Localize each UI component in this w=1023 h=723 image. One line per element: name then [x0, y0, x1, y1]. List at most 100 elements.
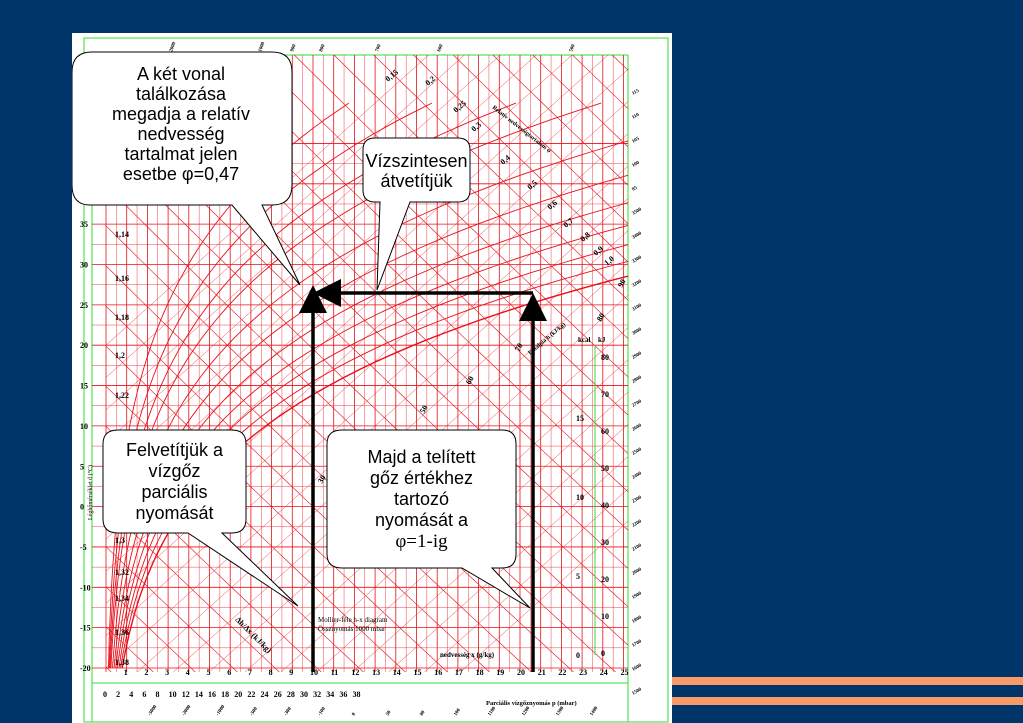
right-edge-tick-label: 2100: [632, 543, 644, 553]
top-edge-tick-label: 2000: [169, 41, 177, 53]
enthalpy-line: [105, 345, 448, 673]
relative-humidity-label: 0,8: [579, 230, 592, 243]
right-edge-tick-label: 105: [632, 136, 641, 144]
temperature-tick-label: -10: [80, 583, 91, 592]
callout-line: vízgőz: [148, 461, 201, 481]
callout-line: nyomását: [135, 503, 214, 523]
right-edge-tick-label: 2800: [632, 375, 644, 385]
density-line: [105, 54, 573, 475]
right-edge-tick-label: 110: [632, 113, 641, 121]
right-edge-tick-label: 2200: [632, 519, 644, 529]
moisture-tick-label: 19: [496, 668, 504, 677]
right-edge-tick-label: 3100: [632, 303, 644, 313]
diagram-title-1: Mollier-féle h-x diagram: [318, 616, 388, 624]
callout-line: tartalmat jelen: [124, 144, 238, 164]
relative-humidity-curve: [113, 174, 629, 669]
enthalpy-label: 60: [464, 375, 476, 386]
pressure-tick-label: 12: [182, 690, 190, 699]
top-edge-tick-label: 800: [319, 43, 326, 52]
bottom-edge-tick-label: -100: [318, 706, 328, 717]
callout-saturated-text: Majd a telített gőz értékhez tartozó nyo…: [327, 447, 516, 552]
right-edge-tick-label: 2300: [632, 495, 644, 505]
enthalpy-line: [294, 54, 629, 378]
density-line: [424, 488, 629, 673]
right-edge-tick-label: 1600: [632, 663, 644, 673]
kcal-tick-label: 15: [576, 414, 584, 423]
enthalpy-line: [453, 54, 629, 224]
temperature-tick-label: -20: [80, 664, 91, 673]
callout-line: esetbe φ=0,47: [122, 164, 240, 184]
kcal-tick-label: 5: [576, 572, 580, 581]
bottom-edge-tick-label: -500: [250, 706, 260, 717]
diagram-title-2: Össznyomás 1000 mbar: [318, 625, 386, 633]
enthalpy-line: [105, 586, 196, 673]
density-label: 1,3: [115, 536, 125, 545]
right-edge-tick-label: 2900: [632, 351, 644, 361]
bottom-edge-tick-label: 1400: [590, 706, 600, 717]
callout-line: parciális: [141, 482, 208, 502]
moisture-tick-label: 17: [455, 668, 463, 677]
enthalpy-line: [333, 54, 629, 339]
density-line: [460, 521, 629, 673]
pressure-tick-label: 6: [142, 690, 146, 699]
callout-horizontal-text: Vízszintesen átvetítjük: [363, 151, 470, 191]
pressure-tick-label: 28: [287, 690, 295, 699]
callout-line: Felvetítjük a: [125, 440, 224, 460]
kj-tick-label: 50: [601, 464, 609, 473]
moisture-tick-label: 13: [372, 668, 380, 677]
enthalpy-line: [611, 54, 629, 71]
callout-shapes: [72, 51, 531, 609]
top-edge-tick-label: 900: [290, 43, 297, 52]
bottom-edge-tick-label: 50: [386, 710, 393, 717]
moisture-tick-label: 6: [227, 668, 231, 677]
callout-line: átvetítjük: [380, 171, 453, 191]
bottom-edge-tick-label: -300: [284, 706, 294, 717]
enthalpy-line: [105, 666, 112, 673]
kcal-tick-label: 0: [576, 651, 580, 660]
pressure-tick-label: 20: [234, 690, 242, 699]
density-label: 1,36: [115, 628, 129, 637]
right-edge-tick-label: 2400: [632, 471, 644, 481]
density-line: [105, 54, 465, 378]
right-edge-tick-label: 2500: [632, 447, 644, 457]
moisture-tick-label: 14: [393, 668, 401, 677]
scale-unit-kcal: kcal: [578, 336, 591, 344]
right-edge-tick-label: 100: [632, 160, 641, 168]
bottom-edge-tick-label: -5000: [148, 704, 159, 717]
pressure-tick-label: 22: [247, 690, 255, 699]
enthalpy-line: [105, 265, 532, 673]
pressure-tick-label: 36: [339, 690, 347, 699]
enthalpy-line: [105, 305, 490, 673]
callout-horizontal-bubble: [362, 137, 471, 291]
pressure-tick-label: 38: [352, 690, 360, 699]
moisture-tick-label: 11: [331, 668, 339, 677]
enthalpy-line: [105, 546, 238, 673]
enthalpy-line: [492, 54, 629, 186]
callout-line: tartozó: [393, 489, 450, 509]
temperature-tick-label: 35: [80, 220, 88, 229]
pressure-tick-label: 32: [313, 690, 321, 699]
moisture-tick-label: 21: [538, 668, 546, 677]
enthalpy-line: [105, 506, 280, 673]
moisture-tick-label: 2: [144, 668, 148, 677]
decor-stripe-bottom: [672, 697, 1023, 705]
density-label: 1,14: [115, 230, 129, 239]
right-edge-tick-label: 3000: [632, 327, 644, 337]
pressure-tick-label: 30: [300, 690, 308, 699]
callout-line: φ=1-ig: [395, 531, 448, 552]
enthalpy-label: 70: [513, 342, 525, 353]
pressure-tick-label: 16: [208, 690, 216, 699]
top-edge-tick-label: 1000: [258, 41, 266, 53]
callout-line: Majd a telített: [367, 447, 476, 467]
right-edge-tick-label: 3500: [632, 207, 644, 217]
moisture-tick-label: 10: [310, 668, 318, 677]
density-label: 1,22: [115, 391, 129, 400]
bottom-edge-tick-label: 1300: [556, 706, 566, 717]
relative-humidity-label: 0,4: [499, 153, 512, 166]
temperature-tick-label: 10: [80, 422, 88, 431]
moisture-tick-label: 23: [579, 668, 587, 677]
bottom-edge-tick-label: 1100: [488, 706, 498, 717]
temperature-tick-label: -5: [80, 543, 87, 552]
moisture-tick-label: 25: [621, 668, 629, 677]
